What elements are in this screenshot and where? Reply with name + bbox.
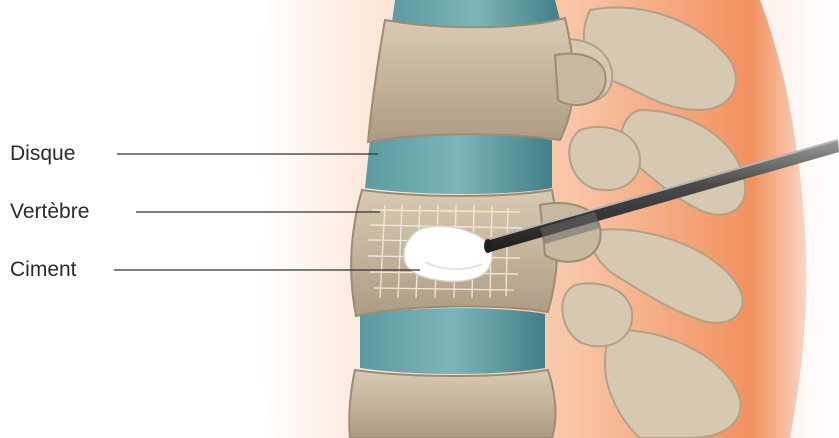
disc-lower (360, 308, 545, 374)
disc-middle (365, 134, 552, 194)
disc-label: Disque (10, 143, 75, 164)
cement-label: Ciment (10, 259, 77, 280)
vertebra-label: Vertèbre (10, 201, 89, 222)
pedicle-upper (555, 54, 606, 105)
vertebra-lower (349, 370, 555, 438)
vertebra-upper (368, 18, 574, 142)
